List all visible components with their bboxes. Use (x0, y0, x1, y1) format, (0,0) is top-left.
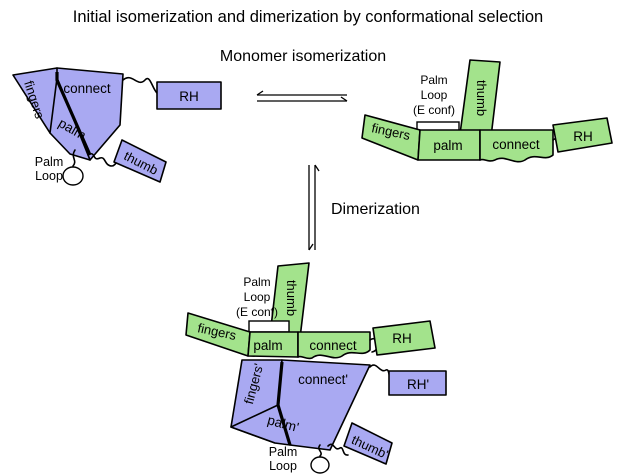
green-monomer: Palm Loop (E conf) thumb fingers palm co… (361, 59, 613, 163)
dimer-green-palm-label: palm (253, 338, 282, 353)
dimer-blue-rh-label: RH' (407, 377, 429, 392)
diagram-title: Initial isomerization and dimerization b… (73, 8, 543, 26)
dimer-blue-palm-loop-label-1: Palm (269, 445, 297, 459)
dimer-green-thumb-label: thumb (284, 280, 299, 316)
dimer-blue-palm-loop (310, 456, 330, 474)
blue-palm-loop-label-2: Loop (35, 169, 63, 183)
dimer-blue-palm-loop-label-2: Loop (269, 459, 297, 473)
blue-palm-loop (62, 166, 84, 186)
green-rh-domain (552, 117, 613, 153)
dimer-green-palm-loop-label-1: Palm (243, 275, 270, 289)
isomerization-equilibrium-arrows (256, 90, 348, 102)
up-arrow-head (314, 164, 320, 172)
monomer-isomerization-label: Monomer isomerization (220, 48, 386, 65)
dimer-green-palm-loop-label-2: Loop (244, 290, 271, 304)
dimer-blue-linker-to-thumb (327, 443, 349, 456)
blue-palm-domain (49, 77, 91, 161)
green-palm-label: palm (433, 138, 462, 153)
dimer-green-rh-domain (372, 320, 436, 356)
blue-linker-to-rh (122, 76, 158, 94)
dimer-green-palm-loop-eclosed (248, 320, 290, 333)
dimer-green-rh-label: RH (392, 331, 412, 346)
blue-palm-loop-stem (72, 149, 76, 167)
green-palm-loop-label-2: Loop (421, 88, 448, 102)
blue-rh-label: RH (179, 89, 199, 104)
dimer-blue-rh-domain (388, 370, 447, 396)
dimer-blue-domain-border (276, 361, 292, 446)
dimerization-equilibrium-arrows (308, 164, 320, 251)
dimer-green-connect-domain (297, 331, 371, 360)
dimer-green-palm-loop-label-3: (E conf) (236, 305, 278, 319)
green-rh-label: RH (573, 129, 593, 144)
green-connect-domain (479, 129, 554, 163)
dimer-green-connect-label: connect (309, 338, 357, 353)
dimer: Palm Loop (E conf) thumb fingers palm co… (185, 262, 447, 474)
blue-monomer: fingers connect palm RH thumb Palm Loop (12, 67, 222, 186)
green-palm-loop-label-1: Palm (420, 73, 447, 87)
blue-thumb-domain (113, 139, 167, 183)
dimerization-label: Dimerization (331, 201, 420, 218)
dimer-blue-palm-loop-stem (318, 444, 322, 457)
reverse-arrow-head (256, 90, 264, 96)
dimer-blue-thumb-domain (343, 422, 393, 465)
forward-arrow-head (340, 96, 348, 102)
blue-domain-border (55, 72, 92, 156)
green-palm-loop-label-3: (E conf) (413, 103, 455, 117)
blue-connect-label: connect (63, 81, 111, 96)
green-thumb-label: thumb (474, 80, 489, 116)
green-connect-label: connect (492, 137, 540, 152)
blue-rh-domain (156, 81, 222, 110)
dimer-blue-connect-label: connect' (298, 372, 348, 387)
down-arrow-head (308, 243, 314, 251)
blue-palm-loop-label-1: Palm (35, 155, 63, 169)
